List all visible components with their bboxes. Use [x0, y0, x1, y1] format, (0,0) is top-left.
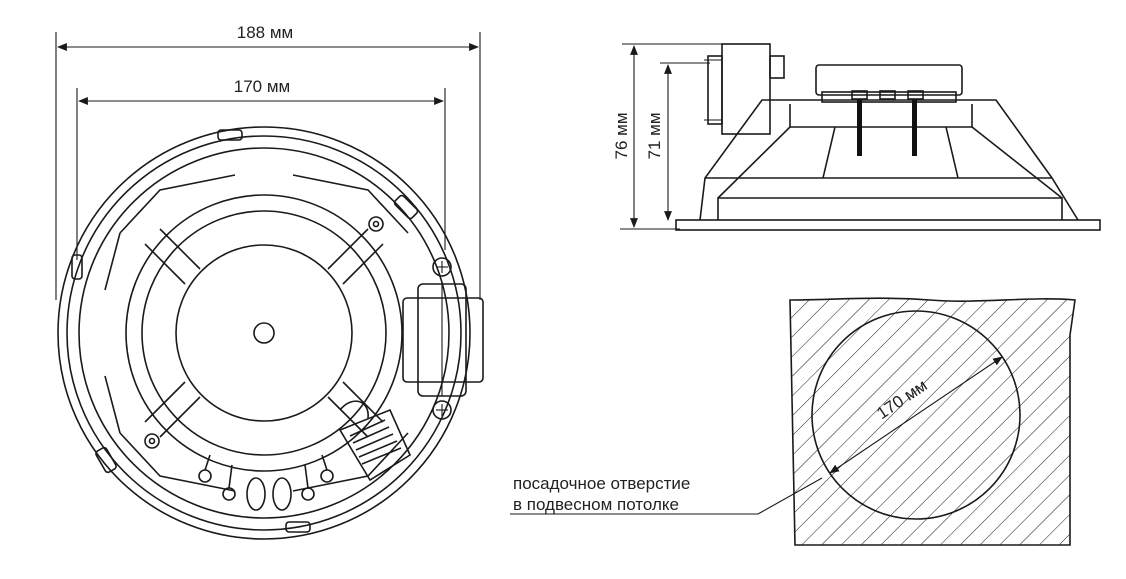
- outer-diameter-label: 188 мм: [237, 23, 293, 42]
- cutout-note-line2: в подвесном потолке: [513, 495, 679, 514]
- terminal-block: [338, 400, 412, 482]
- cutout-note-line1: посадочное отверстие: [513, 474, 690, 493]
- inner-diameter-dimension: 170 мм: [76, 77, 446, 260]
- total-height-label: 76 мм: [612, 112, 631, 159]
- transformer-block: [402, 257, 484, 420]
- body-height-label: 71 мм: [645, 112, 664, 159]
- cutout-view: 170 мм посадочное отверстие в подвесном …: [510, 297, 1076, 546]
- total-height-dimension: 76 мм: [612, 43, 722, 230]
- inner-diameter-label: 170 мм: [234, 77, 290, 96]
- side-view: 76 мм 71 мм: [612, 43, 1101, 231]
- front-view: 188 мм 170 мм: [55, 23, 484, 540]
- body-height-dimension: 71 мм: [645, 62, 710, 221]
- outer-diameter-dimension: 188 мм: [55, 23, 481, 300]
